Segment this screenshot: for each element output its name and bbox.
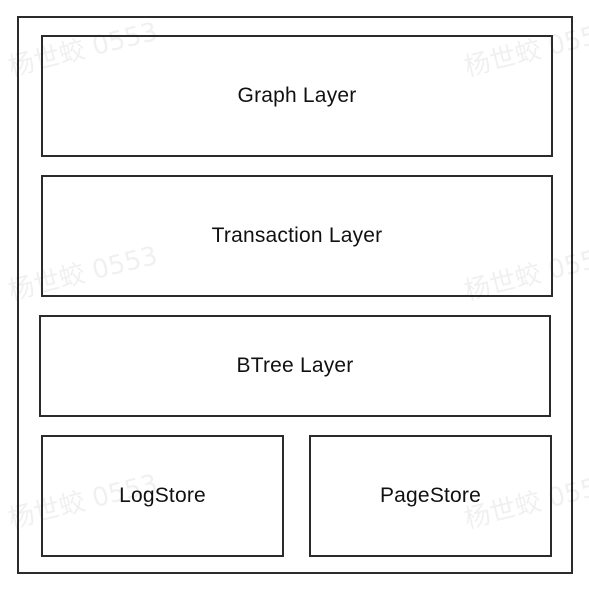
btree-layer-box: BTree Layer	[39, 315, 551, 417]
logstore-box: LogStore	[41, 435, 284, 557]
transaction-layer-box: Transaction Layer	[41, 175, 553, 297]
graph-layer-box: Graph Layer	[41, 35, 553, 157]
transaction-layer-label: Transaction Layer	[211, 224, 383, 247]
pagestore-label: PageStore	[379, 484, 482, 507]
btree-layer-label: BTree Layer	[236, 354, 354, 377]
pagestore-box: PageStore	[309, 435, 552, 557]
graph-layer-label: Graph Layer	[237, 84, 357, 107]
logstore-label: LogStore	[119, 484, 206, 507]
architecture-container	[17, 16, 573, 574]
